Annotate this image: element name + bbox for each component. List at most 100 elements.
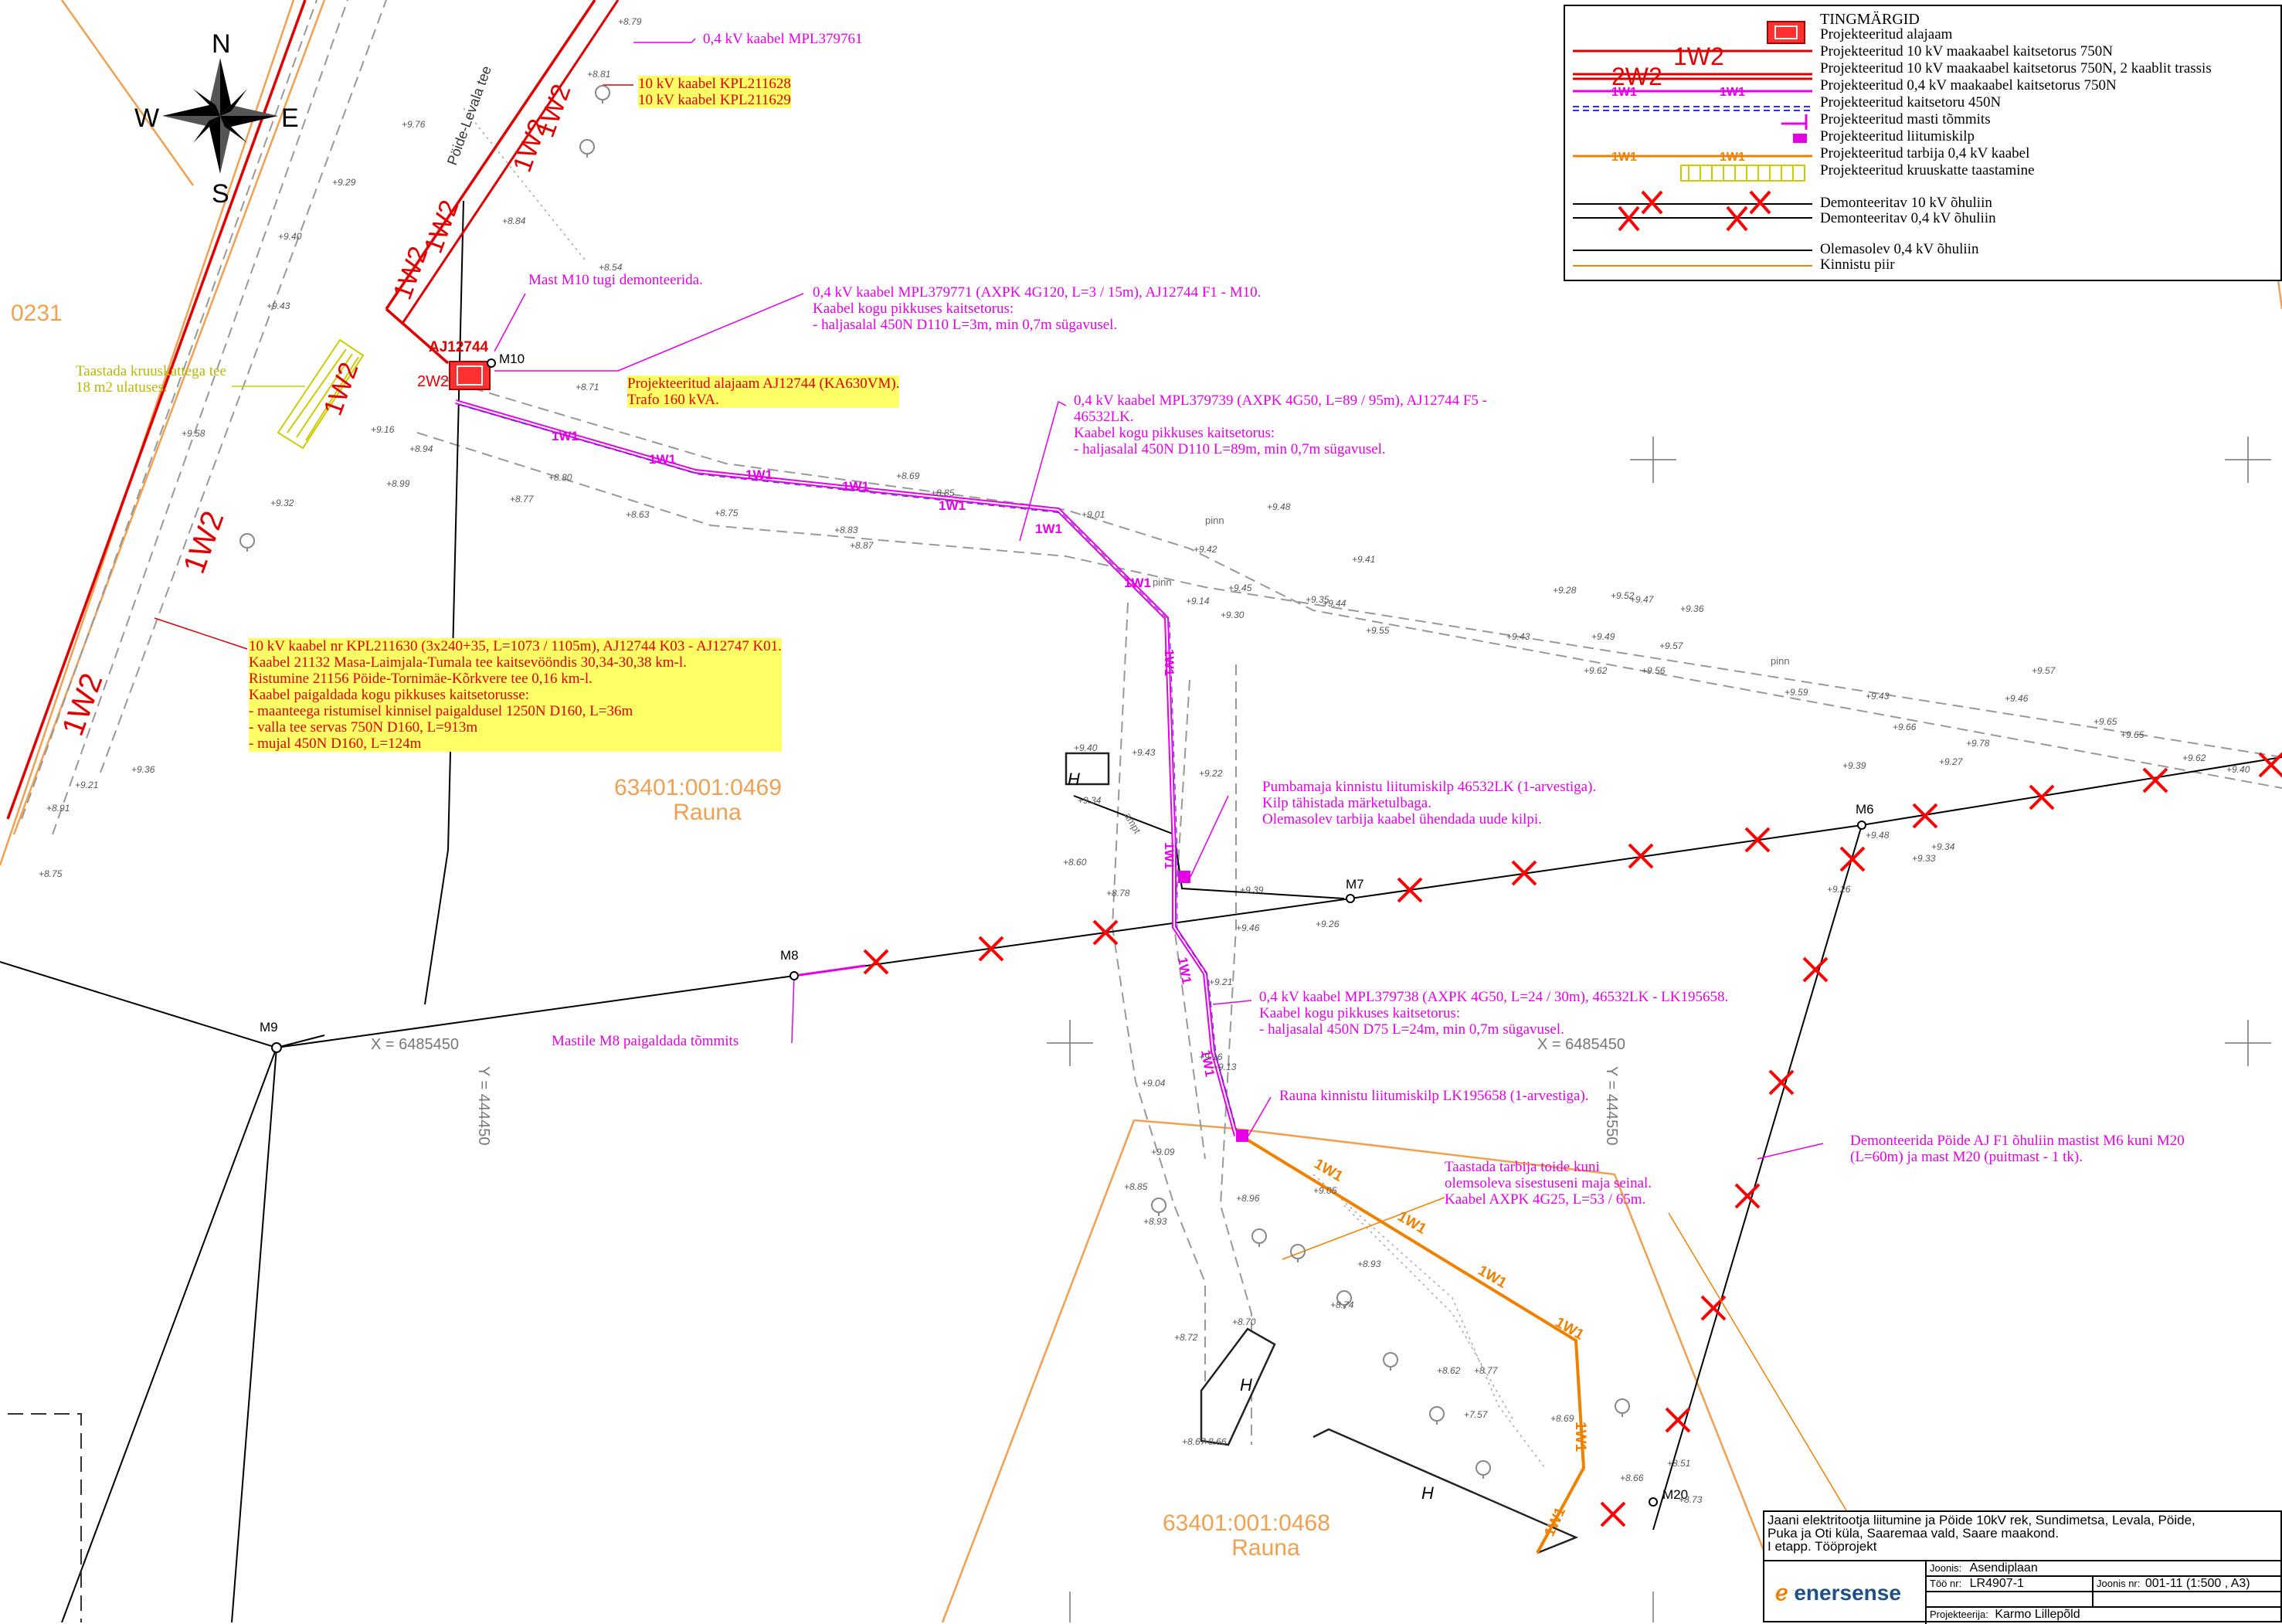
svg-text:1W1: 1W1 — [1720, 86, 1745, 99]
cabinet-46532lk — [1178, 871, 1190, 883]
elevation-label: +8.87 — [850, 540, 874, 551]
gravel-restoration — [277, 338, 365, 450]
mv-code-4: 1W2 — [388, 243, 434, 304]
elevation-label: +9.33 — [1912, 853, 1936, 864]
elevation-label: +9.32 — [270, 498, 294, 508]
elevation-label: +9.46 — [2005, 693, 2029, 704]
note-dismantle-line: Demonteerida Pöide AJ F1 õhuliin mastist… — [1850, 1133, 2185, 1165]
svg-text:2W2: 2W2 — [1611, 63, 1662, 90]
mv-code-3: 1W2 — [318, 358, 365, 420]
compass-rose — [162, 58, 278, 174]
elevation-label: +9.56 — [1642, 665, 1666, 676]
mv-cable — [6, 0, 596, 820]
elevation-label: +8.60 — [1063, 857, 1087, 868]
legend-item: Projekteeritud liitumiskilp — [1820, 128, 1975, 144]
note-cable-771: 0,4 kV kaabel MPL379771 (AXPK 4G120, L=3… — [813, 284, 1262, 333]
legend-item: Projekteeritud tarbija 0,4 kV kaabel — [1820, 145, 2030, 161]
elevation-label: +9.62 — [2182, 753, 2206, 763]
compass-north: N — [212, 29, 231, 59]
existing-lines — [463, 107, 1546, 1469]
elevation-label: +8.69 — [1550, 1413, 1574, 1424]
elevation-label: +9.48 — [1866, 830, 1890, 841]
parcel-0468: 63401:001:0468 Rauna — [1163, 1510, 1330, 1561]
legend-item: Demonteeritav 0,4 kV õhuliin — [1820, 210, 1996, 226]
elevation-label: +9.21 — [75, 780, 98, 790]
note-gravel-road: Taastada kruuskattega tee 18 m2 ulatuses… — [76, 363, 226, 396]
legend-item: Demonteeritav 10 kV õhuliin — [1820, 195, 1992, 211]
elevation-label: +9.05 — [1313, 1185, 1337, 1196]
note-mast-m10: Mast M10 tugi demonteerida. — [528, 272, 703, 288]
elevation-label: +9.28 — [1553, 585, 1577, 596]
elevation-label: +9.16 — [1199, 1052, 1223, 1062]
boundary-dashed — [8, 1413, 82, 1622]
road-edges — [21, 0, 2282, 1445]
leader-m8 — [791, 975, 795, 1044]
coord-x-right: X = 6485450 — [1537, 1036, 1625, 1053]
grid-crosses — [1047, 437, 2271, 1622]
elevation-label: +8.66 — [1620, 1473, 1644, 1483]
mast-m7: M7 — [1346, 877, 1364, 892]
note-cable-761: 0,4 kV kaabel MPL379761 — [703, 31, 863, 47]
compass-south: S — [212, 179, 229, 209]
mast-m20: M20 — [1662, 1487, 1688, 1502]
legend-item: Projekteeritud masti tõmmits — [1820, 111, 1991, 127]
mv-code-7: 1W2 — [531, 80, 577, 141]
mv-code-2: 1W2 — [177, 507, 230, 578]
elevation-spots: +8.79+8.81+9.76+9.29+9.40+9.43+9.58+8.54… — [39, 16, 2250, 1505]
elevation-label: +9.26 — [1827, 884, 1851, 895]
parcel-0231: 0231 — [11, 301, 63, 326]
note-cable-kpl211630: 10 kV kaabel nr KPL211630 (3x240+35, L=1… — [249, 638, 782, 752]
callout-leaders — [494, 38, 1824, 1160]
pinn-label-1: pinn — [1153, 576, 1172, 588]
legend-item: Projekteeritud 10 kV maakaabel kaitsetor… — [1820, 60, 2212, 76]
elevation-label: +9.26 — [1316, 919, 1340, 929]
legend-item: Projekteeritud kruuskatte taastamine — [1820, 162, 2035, 178]
elevation-label: +9.55 — [1366, 625, 1390, 636]
note-mast-m8-guy: Mastile M8 paigaldada tõmmits — [552, 1033, 739, 1049]
elevation-label: +8.69 — [896, 471, 920, 481]
elevation-label: +9.57 — [2032, 665, 2056, 676]
mv-code-5: 1W2 — [419, 196, 465, 257]
elevation-label: +8.77 — [1474, 1365, 1499, 1376]
elevation-label: +9.48 — [1267, 501, 1291, 512]
elevation-label: +9.36 — [131, 764, 155, 775]
note-kpl-cables: 10 kV kaabel KPL211628 10 kV kaabel KPL2… — [638, 76, 791, 108]
elevation-label: +9.40 — [278, 231, 302, 242]
project-description: Jaani elektritootja liitumine ja Pöide 1… — [1768, 1513, 2195, 1554]
elevation-label: +8.51 — [1667, 1458, 1690, 1469]
lv-code-10: 1W1 — [1175, 956, 1194, 985]
elevation-label: +9.09 — [1151, 1147, 1175, 1157]
svg-text:1W1: 1W1 — [1611, 86, 1637, 99]
title-block: Jaani elektritootja liitumine ja Pöide 1… — [1763, 1510, 2282, 1624]
elevation-label: +9.76 — [402, 119, 426, 130]
note-substation: Projekteeritud alajaam AJ12744 (KA630VM)… — [627, 375, 900, 408]
elevation-label: +8.78 — [1106, 888, 1130, 899]
guy-wire-m8 — [793, 964, 866, 977]
cabinet-lk195658 — [1236, 1130, 1248, 1142]
elevation-label: +8.99 — [386, 478, 410, 489]
elevation-label: +9.39 — [1240, 885, 1264, 895]
road-name: Pöide-Levala tee — [444, 64, 494, 168]
parcel-0469: 63401:001:0469 Rauna — [614, 775, 782, 825]
svg-text:1W1: 1W1 — [1720, 151, 1745, 164]
elevation-label: +9.78 — [1966, 738, 1990, 749]
elevation-label: +9.62 — [1584, 665, 1608, 676]
mv-cable-double — [400, 0, 620, 325]
elevation-label: +9.52 — [1611, 590, 1635, 601]
legend-item: Projekteeritud kaitsetoru 450N — [1820, 94, 2002, 110]
elevation-label: +9.66 — [1893, 722, 1917, 732]
logo-icon: ℯ — [1775, 1581, 1788, 1605]
elevation-label: +9.43 — [1866, 691, 1890, 702]
building-label-3: H — [1421, 1483, 1434, 1503]
elevation-label: +8.54 — [599, 262, 623, 273]
lv-code-9: 1W1 — [1162, 842, 1177, 869]
lv-code-6: 1W1 — [1035, 522, 1062, 536]
elevation-label: +9.34 — [1078, 795, 1102, 806]
drawing-name: Joonis: Asendiplaan — [1930, 1561, 2038, 1575]
elevation-label: +8.85 — [931, 488, 955, 498]
elevation-label: +8.75 — [39, 868, 63, 879]
elevation-label: +9.43 — [267, 301, 290, 311]
lv-code-4: 1W1 — [842, 479, 869, 494]
buildings — [1065, 752, 1579, 1554]
